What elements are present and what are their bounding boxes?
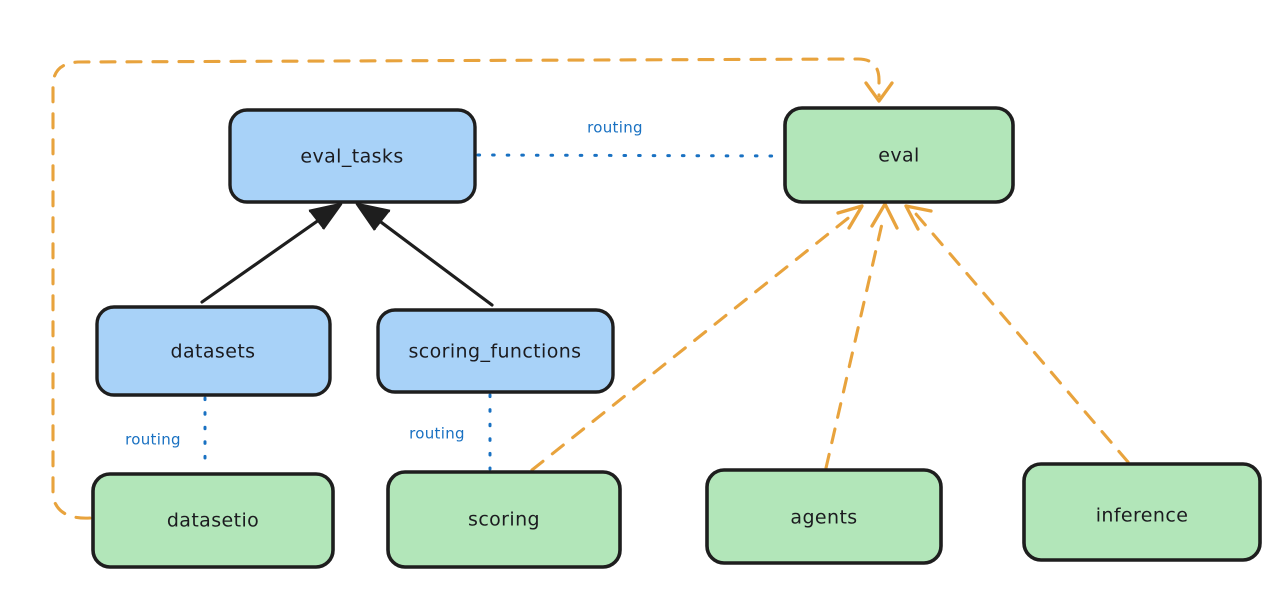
node-label: scoring_functions [409, 341, 582, 363]
edge-agents-eval [824, 202, 899, 470]
edge-label-routing-datasetio: routing [125, 431, 181, 449]
edge-path [824, 213, 886, 470]
node-shape[interactable] [705, 468, 943, 565]
node-eval[interactable]: eval [783, 106, 1015, 204]
arrowhead [904, 204, 933, 231]
node-scoring-functions[interactable]: scoring_functions [376, 308, 615, 394]
edge-layer: routing routing routing [51, 57, 1130, 520]
node-shape[interactable] [228, 108, 477, 204]
edge-path [360, 206, 494, 307]
node-shape[interactable] [1022, 462, 1262, 562]
arrowhead [308, 202, 343, 230]
node-label: agents [790, 507, 857, 529]
edge-path [476, 153, 784, 158]
edge-scoring-eval [530, 204, 864, 472]
node-datasets[interactable]: datasets [95, 305, 332, 397]
edge-datasetio-eval [51, 57, 894, 520]
edge-inference-eval [904, 204, 1130, 464]
node-layer: eval_tasks eval datasets scoring_functio… [91, 106, 1262, 569]
node-inference[interactable]: inference [1022, 462, 1262, 562]
node-label: datasetio [167, 510, 259, 532]
node-label: datasets [171, 341, 256, 363]
edge-path [200, 206, 338, 304]
node-label: eval_tasks [300, 146, 403, 168]
node-shape[interactable] [376, 308, 615, 394]
edge-scoring-functions-eval-tasks [355, 202, 494, 307]
node-label: scoring [468, 509, 540, 531]
arrowhead [870, 202, 899, 230]
arrowhead [355, 202, 391, 231]
node-agents[interactable]: agents [705, 468, 943, 565]
node-shape[interactable] [95, 305, 332, 397]
node-shape[interactable] [91, 472, 335, 569]
edge-scoring-functions-scoring: routing [409, 393, 492, 471]
edge-path [914, 212, 1130, 464]
edge-eval-tasks-eval: routing [476, 119, 784, 158]
node-shape[interactable] [783, 106, 1015, 204]
arrowhead [864, 81, 894, 103]
edge-label-routing-scoring: routing [409, 425, 465, 443]
node-label: inference [1096, 505, 1189, 527]
edge-label-routing-eval: routing [587, 119, 643, 137]
node-shape[interactable] [386, 470, 622, 569]
edge-datasets-datasetio: routing [125, 396, 207, 473]
node-datasetio[interactable]: datasetio [91, 472, 335, 569]
node-eval-tasks[interactable]: eval_tasks [228, 108, 477, 204]
edge-datasets-eval-tasks [200, 202, 343, 304]
arrowhead [836, 204, 864, 230]
edge-path [51, 57, 881, 520]
edge-path [530, 213, 854, 472]
node-scoring[interactable]: scoring [386, 470, 622, 569]
node-label: eval [878, 145, 919, 167]
